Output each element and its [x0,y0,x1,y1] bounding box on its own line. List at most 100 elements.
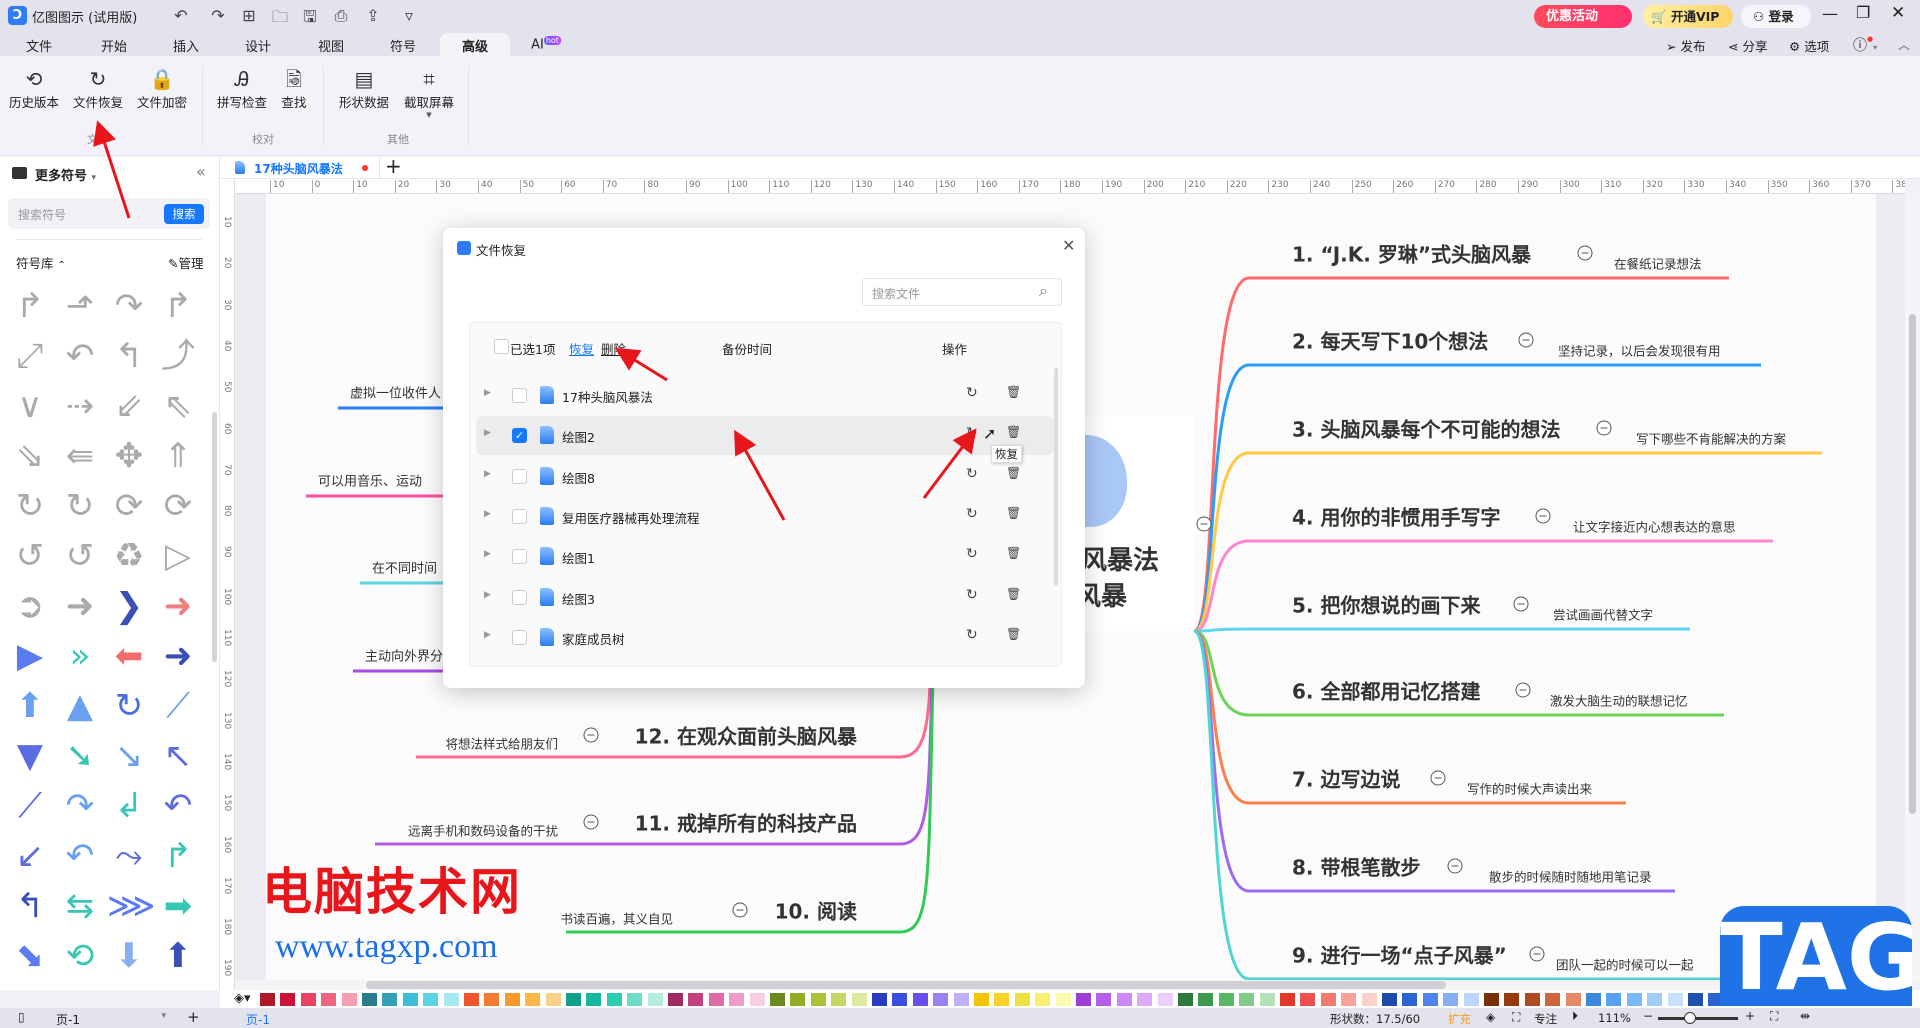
color-swatch[interactable] [708,993,724,1006]
color-swatch[interactable] [1586,993,1601,1006]
color-swatch[interactable] [1361,993,1377,1006]
horizontal-scrollbar[interactable] [236,980,1905,990]
collapse-icon[interactable] [1535,508,1551,524]
color-swatch[interactable] [300,993,316,1006]
page-panel-icon[interactable]: ▯ [18,1010,25,1024]
symbol-shape-icon[interactable]: ↻ [114,686,144,726]
color-swatch[interactable] [912,993,928,1006]
symbol-shape-icon[interactable]: ⟲ [65,936,95,976]
color-swatch[interactable] [341,993,357,1006]
fit-width-icon[interactable]: ⇹ [1800,1009,1811,1023]
color-swatch[interactable] [443,993,459,1006]
collapse-icon[interactable] [1518,332,1534,348]
symbol-shape-icon[interactable]: ♻ [113,536,145,576]
topic-right-3[interactable]: 3. 头脑风暴每个不可能的想法 [1292,417,1561,442]
symbol-shape-icon[interactable]: ⬅ [114,636,144,676]
symbol-library-toggle[interactable]: 符号库 ⌃ [16,256,66,271]
symbol-shape-icon[interactable]: ➡ [163,886,193,926]
color-swatch[interactable] [974,993,989,1006]
symbol-shape-icon[interactable]: ⬇ [114,936,144,976]
ribbon-button-restore[interactable]: ↻文件恢复 [73,66,123,111]
export-icon[interactable]: ⇪ [366,6,380,25]
color-swatch[interactable] [1402,993,1418,1006]
doc-tab-17[interactable]: 17种头脑风暴法 [220,157,380,179]
symbol-shape-icon[interactable]: ↰ [114,336,144,376]
color-swatch[interactable] [1382,993,1397,1006]
color-swatch[interactable] [504,993,520,1006]
publish-button[interactable]: ➢ 发布 [1666,36,1705,55]
symbol-shape-icon[interactable]: ➜ [163,636,193,676]
symbol-shape-icon[interactable]: ▲ [66,686,94,726]
color-swatch[interactable] [810,993,826,1006]
file-checkbox[interactable] [512,549,527,565]
collapse-icon[interactable] [583,727,599,743]
expand-arrow-icon[interactable]: ▶ [484,468,491,479]
zoom-level[interactable]: 111% [1598,1011,1631,1025]
topic-right-4[interactable]: 4. 用你的非惯用手写字 [1292,505,1501,530]
ribbon-button-shape-data[interactable]: ▤形状数据 [339,66,389,111]
topic-note[interactable]: 尝试画画代替文字 [1553,607,1654,623]
symbol-shape-icon[interactable]: ↶ [8,984,52,990]
symbol-shape-icon[interactable]: ⬊ [15,936,45,976]
delete-icon[interactable]: 🗑 [1006,465,1022,480]
new-tab-button[interactable]: + [385,154,402,178]
delete-icon[interactable]: 🗑 [1006,385,1022,399]
color-swatch[interactable] [933,993,949,1006]
options-button[interactable]: ⚙ 选项 [1789,36,1829,55]
color-swatch[interactable] [872,993,887,1006]
topic-note[interactable]: 团队一起的时候可以一起 [1556,957,1694,973]
symbol-shape-icon[interactable]: ⇖ [163,386,193,426]
color-swatch[interactable] [1545,993,1561,1006]
color-swatch[interactable] [423,993,439,1006]
ribbon-button-history[interactable]: ⟲历史版本 [9,66,59,111]
restore-icon[interactable]: ↻ [966,505,978,522]
symbol-shape-icon[interactable]: ⇑ [163,436,193,476]
manage-button[interactable]: ✎管理 [168,253,204,272]
ribbon-button-find[interactable]: 🗟查找 [281,66,306,111]
login-button[interactable]: ⚇ 登录 [1741,5,1811,28]
color-swatch[interactable] [362,993,377,1006]
expand-arrow-icon[interactable]: ▶ [484,428,491,439]
color-swatch[interactable] [770,993,785,1006]
topic-note[interactable]: 写作的时候大声读出来 [1467,781,1593,797]
color-swatch[interactable] [1647,993,1663,1006]
layers-icon[interactable]: ◈ [1486,1010,1496,1024]
delete-icon[interactable]: 🗑 [1006,425,1022,440]
color-swatch[interactable] [1626,993,1642,1006]
color-swatch[interactable] [1014,993,1030,1006]
symbol-shape-icon[interactable]: ⇘ [15,436,45,476]
maximize-button[interactable]: ❐ [1856,3,1871,22]
symbol-shape-icon[interactable]: ↶ [163,786,193,826]
symbol-shape-icon[interactable]: ▼ [16,736,44,776]
symbol-shape-icon[interactable]: ➜ [65,586,95,626]
symbol-shape-icon[interactable]: ↱ [163,286,193,326]
color-swatch[interactable] [668,993,683,1006]
color-swatch[interactable] [606,993,622,1006]
delete-icon[interactable]: 🗑 [1006,546,1022,561]
sidebar-scrollbar[interactable] [212,412,217,662]
file-row[interactable]: ▶ 复用医疗器械再处理流程 ↻ 🗑 [476,497,1054,536]
add-page-button[interactable]: + [187,1008,200,1026]
color-swatch[interactable] [1035,993,1051,1006]
tab-3[interactable]: 设计 [245,36,271,55]
symbol-shape-icon[interactable]: ⤴ [161,336,195,376]
topic-note[interactable]: 虚拟一位收件人 [350,386,442,402]
color-swatch[interactable] [545,993,561,1006]
file-checkbox[interactable]: ✓ [512,428,527,444]
expand-arrow-icon[interactable]: ▶ [484,388,491,398]
symbol-shape-icon[interactable]: ↲ [114,786,144,826]
restore-icon[interactable]: ↻ [966,465,978,482]
promo-button[interactable]: 优惠活动 [1534,5,1632,28]
symbol-shape-icon[interactable]: ➲ [15,586,45,626]
ribbon-button-lock[interactable]: 🔒文件加密 [137,66,187,111]
color-swatch[interactable] [1524,993,1540,1006]
color-swatch[interactable] [1178,993,1193,1006]
color-swatch[interactable] [382,993,398,1006]
symbol-shape-icon[interactable]: ↷ [58,984,102,990]
topic-note[interactable]: 可以用音乐、运动 [318,474,423,490]
topic-left-12[interactable]: 12. 在观众面前头脑风暴 [634,724,857,749]
page-select[interactable]: 页-1▾ [56,1011,166,1027]
color-swatch[interactable] [1504,993,1520,1006]
color-swatch[interactable] [729,993,745,1006]
